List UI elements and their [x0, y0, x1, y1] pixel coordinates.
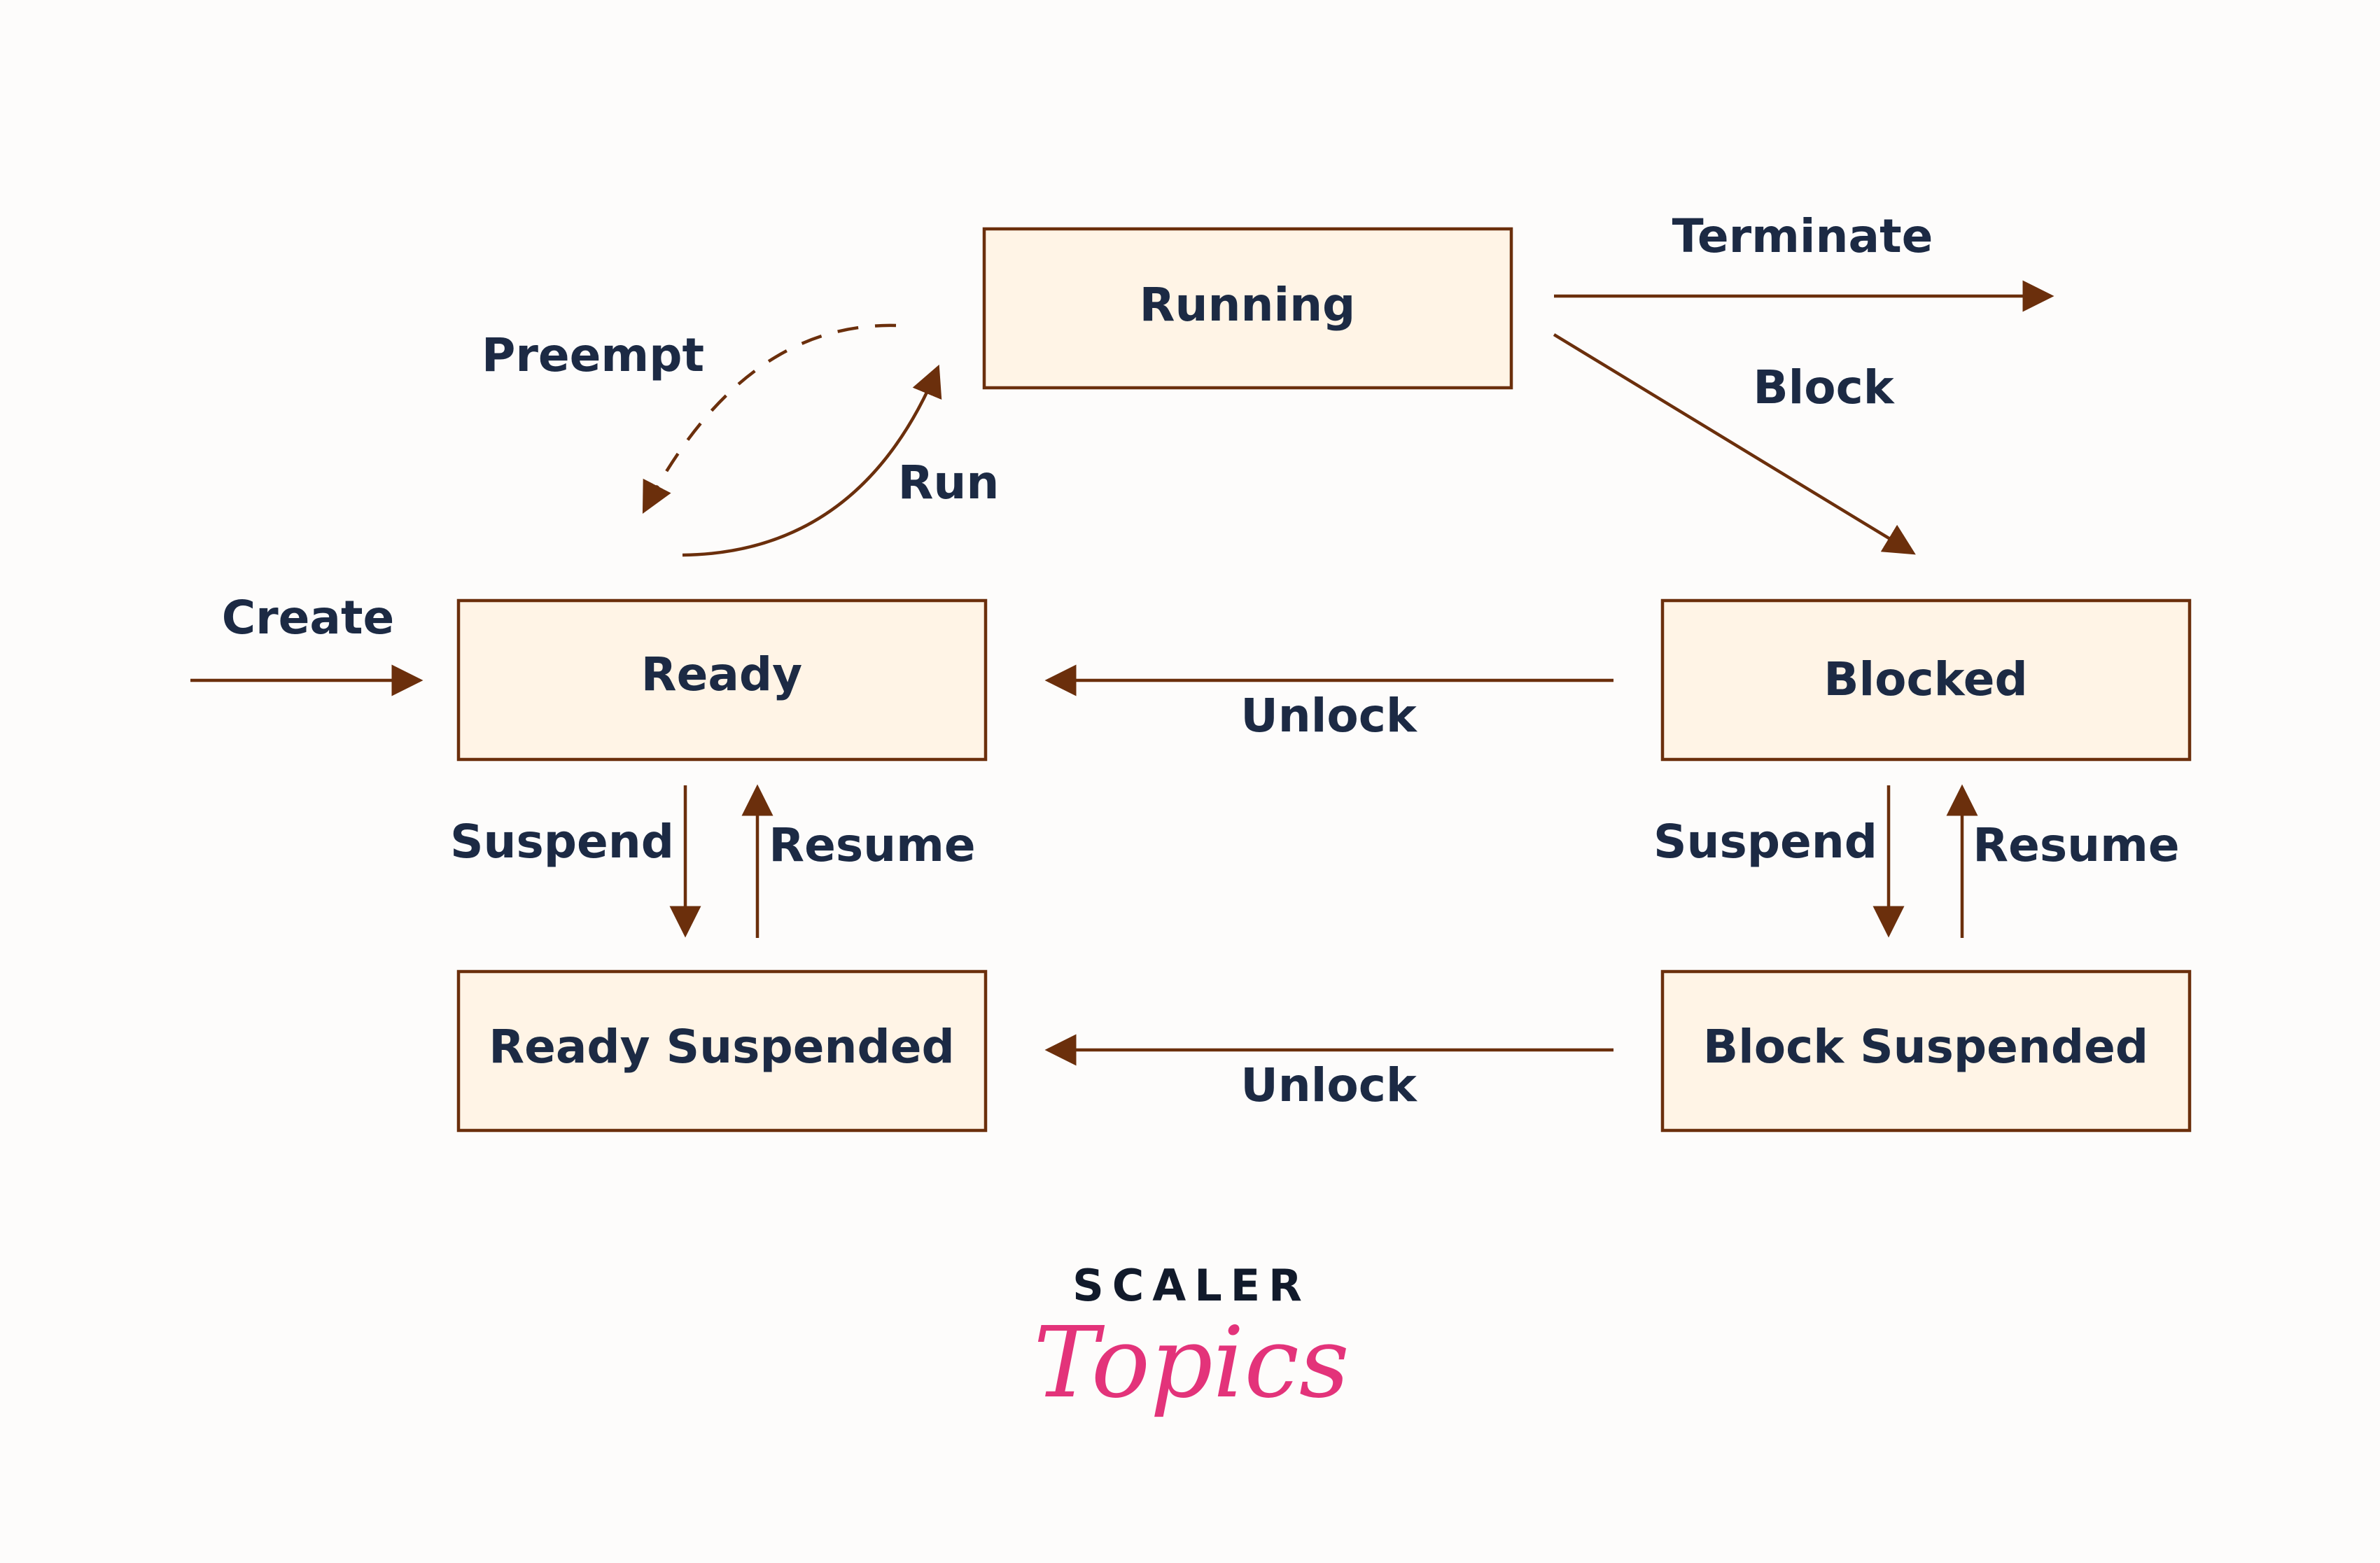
create-label: Create	[222, 591, 395, 645]
block-arrow	[1553, 333, 1916, 555]
preempt-label: Preempt	[482, 328, 704, 382]
state-ready-suspended-label: Ready Suspended	[489, 1020, 954, 1074]
state-ready-suspended: Ready Suspended	[456, 969, 988, 1133]
state-ready-label: Ready	[641, 647, 802, 701]
state-running-label: Running	[1140, 278, 1356, 332]
run-label: Run	[898, 456, 1000, 510]
suspend-right-label: Suspend	[1653, 815, 1877, 869]
state-blocked: Blocked	[1660, 598, 2192, 762]
block-label: Block	[1753, 360, 1895, 414]
logo-bottom-text: Topics	[1033, 1306, 1349, 1420]
logo-top-text: SCALER	[1072, 1260, 1310, 1311]
state-blocked-label: Blocked	[1823, 652, 2028, 706]
state-ready: Ready	[456, 598, 988, 762]
terminate-label: Terminate	[1672, 209, 1933, 263]
state-block-suspended: Block Suspended	[1660, 969, 2192, 1133]
run-arrow	[682, 364, 942, 557]
unlock-bottom-label: Unlock	[1240, 1058, 1418, 1112]
resume-left-label: Resume	[769, 818, 975, 872]
suspend-left-label: Suspend	[450, 815, 674, 869]
scaler-topics-logo: SCALER Topics	[1033, 1260, 1349, 1420]
resume-right-label: Resume	[1973, 818, 2179, 872]
state-running: Running	[982, 227, 1513, 390]
state-block-suspended-label: Block Suspended	[1703, 1020, 2148, 1074]
preempt-arrow	[642, 323, 897, 514]
unlock-top-label: Unlock	[1240, 689, 1418, 743]
